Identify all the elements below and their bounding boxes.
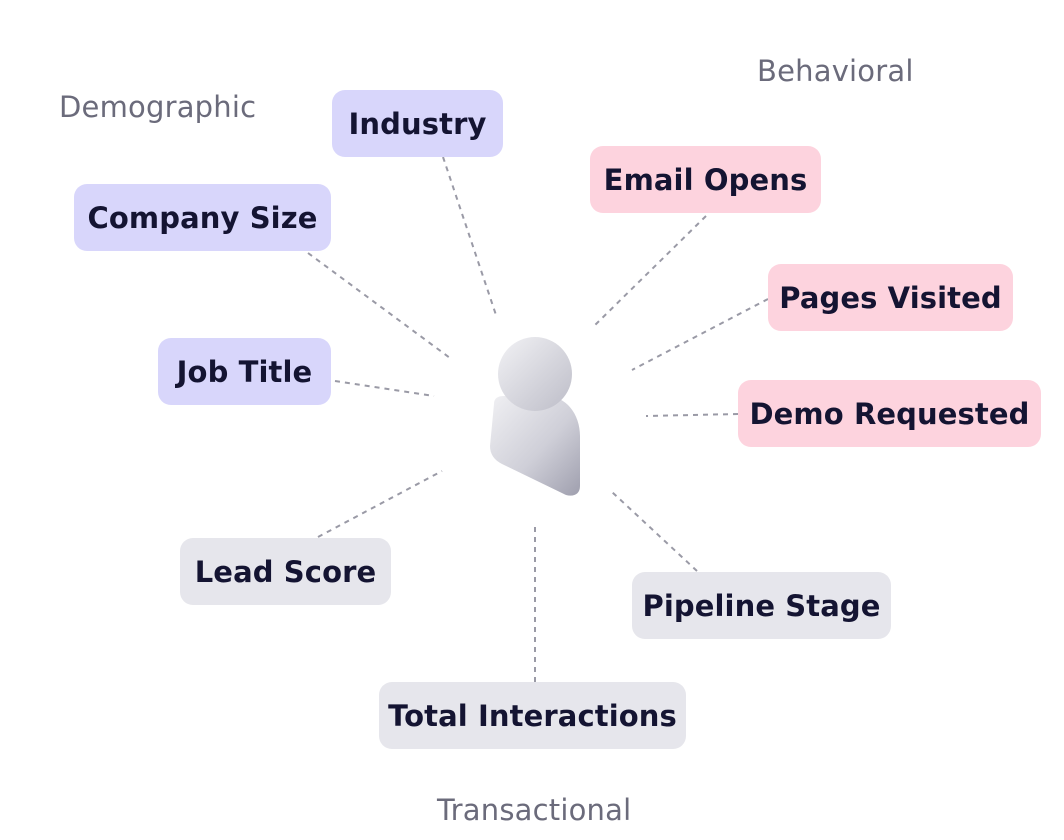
group-label-behavioral: Behavioral <box>757 54 914 88</box>
connector-lead-score <box>317 470 443 538</box>
connector-email-opens <box>591 215 707 329</box>
connector-demo-requested <box>645 413 739 417</box>
connector-pages-visited <box>631 298 769 371</box>
node-pages-visited: Pages Visited <box>768 264 1013 331</box>
person-icon <box>490 337 580 496</box>
node-demo-requested: Demo Requested <box>738 380 1041 447</box>
node-company-size: Company Size <box>74 184 331 251</box>
group-label-demographic: Demographic <box>59 90 257 124</box>
connector-industry <box>442 156 498 319</box>
connector-pipeline-stage <box>611 491 698 572</box>
group-label-transactional: Transactional <box>437 793 632 827</box>
connector-company-size <box>307 252 451 359</box>
node-industry: Industry <box>332 90 503 157</box>
node-lead-score: Lead Score <box>180 538 391 605</box>
node-pipeline-stage: Pipeline Stage <box>632 572 891 639</box>
connector-job-title <box>334 380 435 397</box>
node-total-interactions: Total Interactions <box>379 682 686 749</box>
node-job-title: Job Title <box>158 338 331 405</box>
node-email-opens: Email Opens <box>590 146 821 213</box>
